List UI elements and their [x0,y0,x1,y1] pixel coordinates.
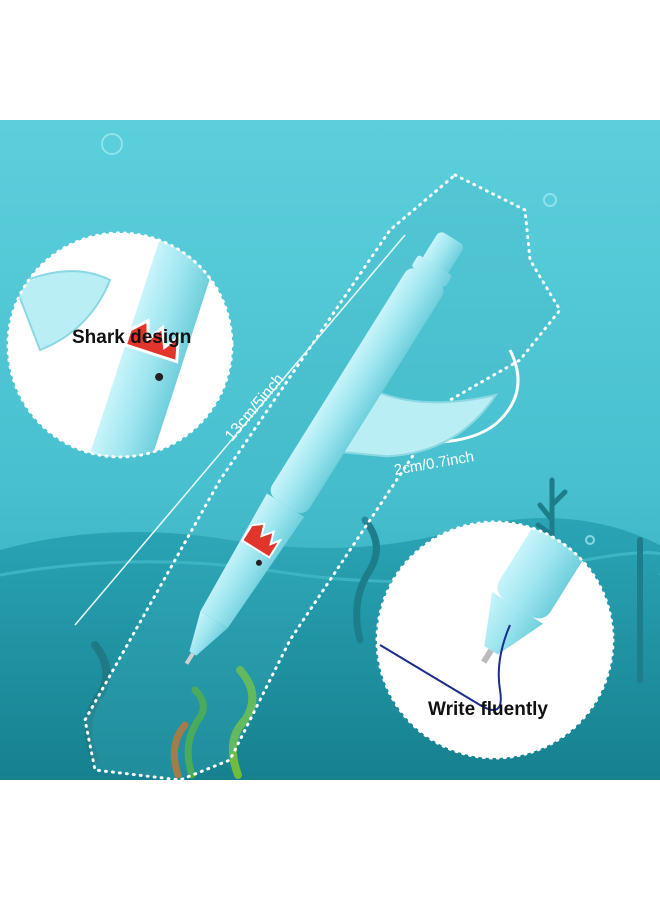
detail-fin [13,270,112,352]
write-fluently-label: Write fluently [428,699,548,720]
bubbles [101,133,595,545]
product-image: Shark design Write fluently 13cm/5inch 2… [0,120,660,782]
length-dimension-line [74,234,406,626]
pen-fin [340,391,499,458]
pen [184,232,499,665]
pen-grip [200,493,305,629]
pen-tip [189,611,228,656]
pen-barrel [270,268,444,514]
write-fluently-callout [375,520,615,760]
shark-design-callout [6,231,234,459]
ink-stroke [379,624,511,711]
shark-design-label: Shark design [72,327,191,348]
shark-eye [255,559,262,566]
shark-mouth [240,522,283,559]
